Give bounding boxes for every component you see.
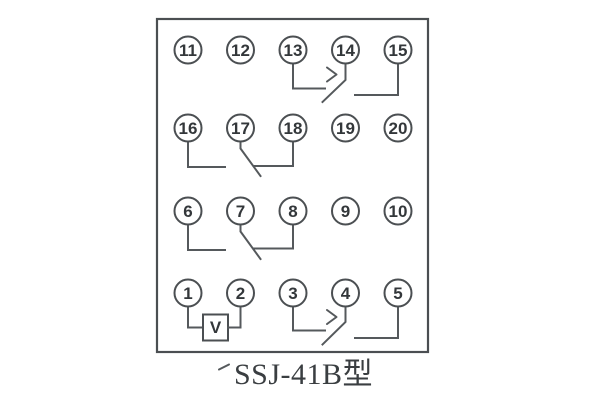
terminal-12: 12 bbox=[226, 35, 255, 65]
wire-terminal-18 bbox=[253, 140, 294, 167]
terminal-17-label: 17 bbox=[231, 119, 250, 138]
terminal-2-circle bbox=[226, 278, 255, 308]
terminal-18: 18 bbox=[278, 113, 308, 143]
terminal-7-circle bbox=[226, 196, 255, 226]
terminal-11: 11 bbox=[173, 35, 203, 65]
terminal-9-circle bbox=[331, 196, 360, 226]
wire-terminal-6 bbox=[187, 223, 226, 251]
terminal-16-circle bbox=[173, 113, 203, 143]
terminal-11-label: 11 bbox=[179, 41, 197, 60]
terminal-2: 2 bbox=[226, 278, 255, 308]
terminal-row-2: 16 17 18 19 20 bbox=[173, 113, 413, 143]
contact-blade-14 bbox=[321, 62, 347, 104]
terminal-20-circle bbox=[383, 113, 413, 143]
voltage-element-label: V bbox=[210, 318, 222, 337]
terminal-19: 19 bbox=[331, 113, 360, 143]
voltage-element-box bbox=[202, 313, 229, 342]
terminal-14: 14 bbox=[331, 35, 360, 65]
wire-terminal-2 bbox=[227, 305, 242, 329]
terminal-6-label: 6 bbox=[183, 202, 192, 221]
terminal-18-circle bbox=[278, 113, 308, 143]
wire-terminal-13 bbox=[292, 62, 326, 90]
terminal-17: 17 bbox=[226, 113, 255, 143]
wire-terminal-3 bbox=[292, 305, 326, 332]
terminal-row-3: 6 7 8 9 10 bbox=[173, 196, 413, 226]
terminal-20-label: 20 bbox=[389, 119, 408, 138]
terminal-10: 10 bbox=[383, 196, 413, 226]
terminal-11-circle bbox=[173, 35, 203, 65]
terminal-13-circle bbox=[278, 35, 308, 65]
terminal-5-circle bbox=[383, 278, 413, 308]
wire-terminal-5 bbox=[354, 305, 399, 339]
terminal-2-label: 2 bbox=[236, 284, 245, 303]
contact-group-16-17-18 bbox=[187, 140, 294, 178]
terminal-10-label: 10 bbox=[389, 202, 408, 221]
terminal-19-label: 19 bbox=[336, 119, 355, 138]
terminal-8-label: 8 bbox=[288, 202, 297, 221]
voltage-element-group-1-2: V bbox=[187, 305, 242, 342]
delay-contact-chevron-icon bbox=[326, 66, 338, 83]
terminal-20: 20 bbox=[383, 113, 413, 143]
contact-group-3-4-5 bbox=[292, 305, 399, 346]
terminal-18-label: 18 bbox=[284, 119, 303, 138]
terminal-15-label: 15 bbox=[389, 41, 408, 60]
terminal-3: 3 bbox=[278, 278, 308, 308]
terminal-7-label: 7 bbox=[236, 202, 245, 221]
terminal-6-circle bbox=[173, 196, 203, 226]
terminal-row-1: 11 12 13 14 15 bbox=[173, 35, 413, 65]
terminal-4: 4 bbox=[331, 278, 360, 308]
delay-contact-chevron-icon bbox=[326, 309, 338, 325]
terminal-4-circle bbox=[331, 278, 360, 308]
diagram-caption: SSJ-41B型 bbox=[234, 358, 374, 391]
terminal-14-circle bbox=[331, 35, 360, 65]
terminal-3-label: 3 bbox=[288, 284, 297, 303]
terminal-5: 5 bbox=[383, 278, 413, 308]
terminal-7: 7 bbox=[226, 196, 255, 226]
terminal-15: 15 bbox=[383, 35, 413, 65]
contact-group-6-7-8 bbox=[187, 223, 294, 261]
terminal-16: 16 bbox=[173, 113, 203, 143]
wire-terminal-8 bbox=[253, 223, 294, 250]
terminal-19-circle bbox=[331, 113, 360, 143]
terminal-5-label: 5 bbox=[393, 284, 402, 303]
terminal-13-label: 13 bbox=[284, 41, 303, 60]
terminal-16-label: 16 bbox=[179, 119, 198, 138]
terminal-12-circle bbox=[226, 35, 255, 65]
terminal-14-label: 14 bbox=[336, 41, 355, 60]
terminal-12-label: 12 bbox=[231, 41, 250, 60]
terminal-10-circle bbox=[383, 196, 413, 226]
terminal-17-circle bbox=[226, 113, 255, 143]
terminal-9-label: 9 bbox=[341, 202, 350, 221]
stray-tick-mark bbox=[218, 363, 230, 371]
wire-terminal-1 bbox=[187, 305, 204, 329]
terminal-8: 8 bbox=[278, 196, 308, 226]
terminal-1: 1 bbox=[173, 278, 203, 308]
wire-terminal-15 bbox=[354, 62, 399, 96]
terminal-9: 9 bbox=[331, 196, 360, 226]
terminal-3-circle bbox=[278, 278, 308, 308]
relay-outline-box bbox=[155, 17, 430, 354]
terminal-6: 6 bbox=[173, 196, 203, 226]
terminal-13: 13 bbox=[278, 35, 308, 65]
contact-blade-4 bbox=[321, 305, 347, 346]
contact-blade-7 bbox=[239, 223, 262, 261]
wire-terminal-16 bbox=[187, 140, 226, 168]
contact-blade-17 bbox=[239, 140, 262, 178]
contact-group-13-14-15 bbox=[292, 62, 399, 104]
terminal-row-4: 1 2 3 4 5 bbox=[173, 278, 413, 308]
terminal-1-circle bbox=[173, 278, 203, 308]
terminal-8-circle bbox=[278, 196, 308, 226]
terminal-1-label: 1 bbox=[183, 284, 192, 303]
terminal-15-circle bbox=[383, 35, 413, 65]
terminal-4-label: 4 bbox=[341, 284, 351, 303]
